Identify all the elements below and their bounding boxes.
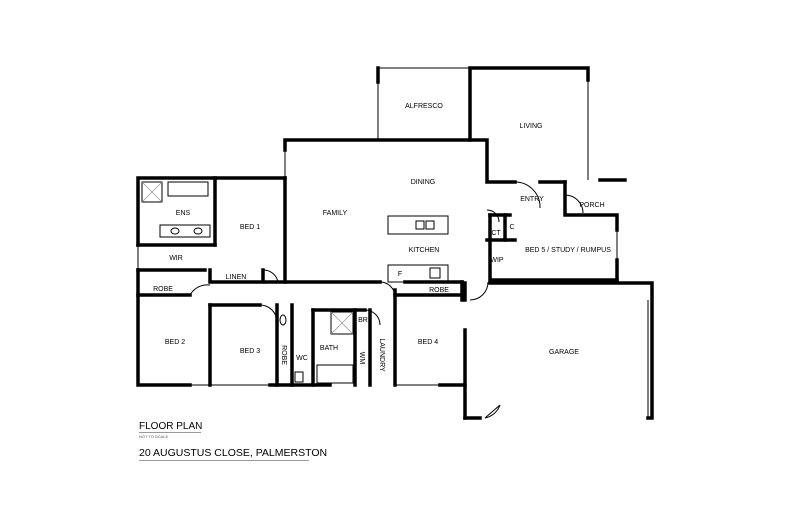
scale-note: NOT TO SCALE — [139, 434, 169, 439]
room-dining: DINING — [411, 179, 436, 186]
room-linen: LINEN — [226, 274, 247, 281]
property-address: 20 AUGUSTUS CLOSE, PALMERSTON — [139, 447, 328, 459]
room-porch: PORCH — [579, 202, 604, 209]
room-robe-bed4: ROBE — [429, 287, 449, 294]
room-bed3: BED 3 — [240, 348, 260, 355]
room-bath: BATH — [320, 345, 338, 352]
room-c: C — [509, 224, 514, 231]
walls — [136, 66, 654, 420]
room-wip: WIP — [490, 257, 504, 264]
room-wir: WIR — [169, 255, 183, 262]
room-br: BR — [358, 317, 368, 324]
room-wc: WC — [296, 355, 308, 362]
room-family: FAMILY — [323, 210, 348, 217]
divider — [139, 432, 201, 433]
divider — [139, 460, 309, 461]
room-bed4: BED 4 — [418, 339, 438, 346]
room-fridge: F — [398, 271, 402, 278]
room-robe-bed2: ROBE — [153, 286, 173, 293]
room-entry: ENTRY — [520, 196, 544, 203]
room-bed2: BED 2 — [165, 339, 185, 346]
room-wm: WM — [358, 352, 365, 365]
room-robe-bed3: ROBE — [280, 345, 287, 365]
room-laundry: LAUNDRY — [378, 338, 385, 372]
room-labels: ALFRESCO LIVING DINING FAMILY KITCHEN EN… — [153, 103, 611, 372]
room-ens: ENS — [176, 210, 191, 217]
room-bed5: BED 5 / STUDY / RUMPUS — [525, 247, 611, 254]
room-living: LIVING — [520, 123, 543, 130]
plan-title: FLOOR PLAN — [139, 421, 203, 432]
room-kitchen: KITCHEN — [409, 247, 440, 254]
room-bed1: BED 1 — [240, 224, 260, 231]
room-garage: GARAGE — [549, 349, 579, 356]
room-ct: CT — [491, 230, 501, 237]
room-alfresco: ALFRESCO — [405, 103, 443, 110]
